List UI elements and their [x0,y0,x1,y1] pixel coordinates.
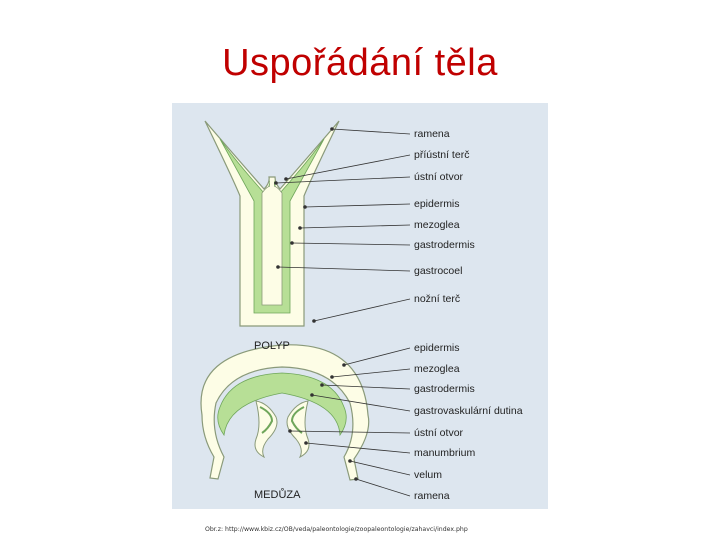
polyp-label: ramena [414,128,450,140]
leader-polyp-2 [285,154,411,180]
leader-medusa-7 [349,460,411,476]
polyp-label: epidermis [414,198,460,210]
polyp-drawing [204,120,340,327]
leader-polyp-5 [299,224,411,229]
meduza-label: ústní otvor [414,427,464,439]
polyp-label: příústní terč [414,149,469,161]
meduza-label: mezoglea [414,363,460,375]
medusa-gastrodermis [217,372,347,437]
leader-polyp-4 [304,203,411,208]
polyp-label: nožní terč [414,293,460,305]
medusa-bell-outline [200,344,370,481]
medusa-drawing [200,344,370,481]
leader-medusa-6 [305,442,411,454]
meduza-title: MEDŮZA [254,488,301,501]
polyp-oral-disc [270,179,274,189]
leader-polyp-7 [277,266,411,272]
leader-polyp-8 [313,298,411,322]
meduza-label: ramena [414,490,450,502]
source-caption: Obr.z: http://www.kbiz.cz/OB/veda/paleon… [205,526,468,533]
polyp-label: gastrodermis [414,239,475,251]
leader-medusa-4 [311,394,411,412]
slide-title: Uspořádání těla [222,42,498,84]
meduza-label: manumbrium [414,447,476,459]
meduza-label: epidermis [414,342,460,354]
body-plan-figure: POLYP MEDŮZA ramena příústní terč ústní … [172,103,548,509]
polyp-label: mezoglea [414,219,460,231]
medusa-manubrium-inner [259,406,274,434]
leader-medusa-1 [343,347,411,366]
leader-medusa-2 [331,368,411,378]
meduza-label: gastrodermis [414,383,475,395]
medusa-manubrium-inner-right [290,406,305,434]
polyp-label: gastrocoel [414,265,462,277]
leader-medusa-3 [321,384,411,390]
meduza-label: velum [414,469,442,481]
leader-medusa-8 [355,478,411,497]
leader-polyp-6 [291,242,411,246]
leader-medusa-5 [289,430,411,434]
polyp-gastrocoel [261,185,283,306]
leader-polyp-1 [331,128,411,135]
leader-polyp-3 [275,176,411,184]
polyp-title: POLYP [254,340,290,352]
meduza-label: gastrovaskulární dutina [414,405,523,417]
polyp-label: ústní otvor [414,171,464,183]
